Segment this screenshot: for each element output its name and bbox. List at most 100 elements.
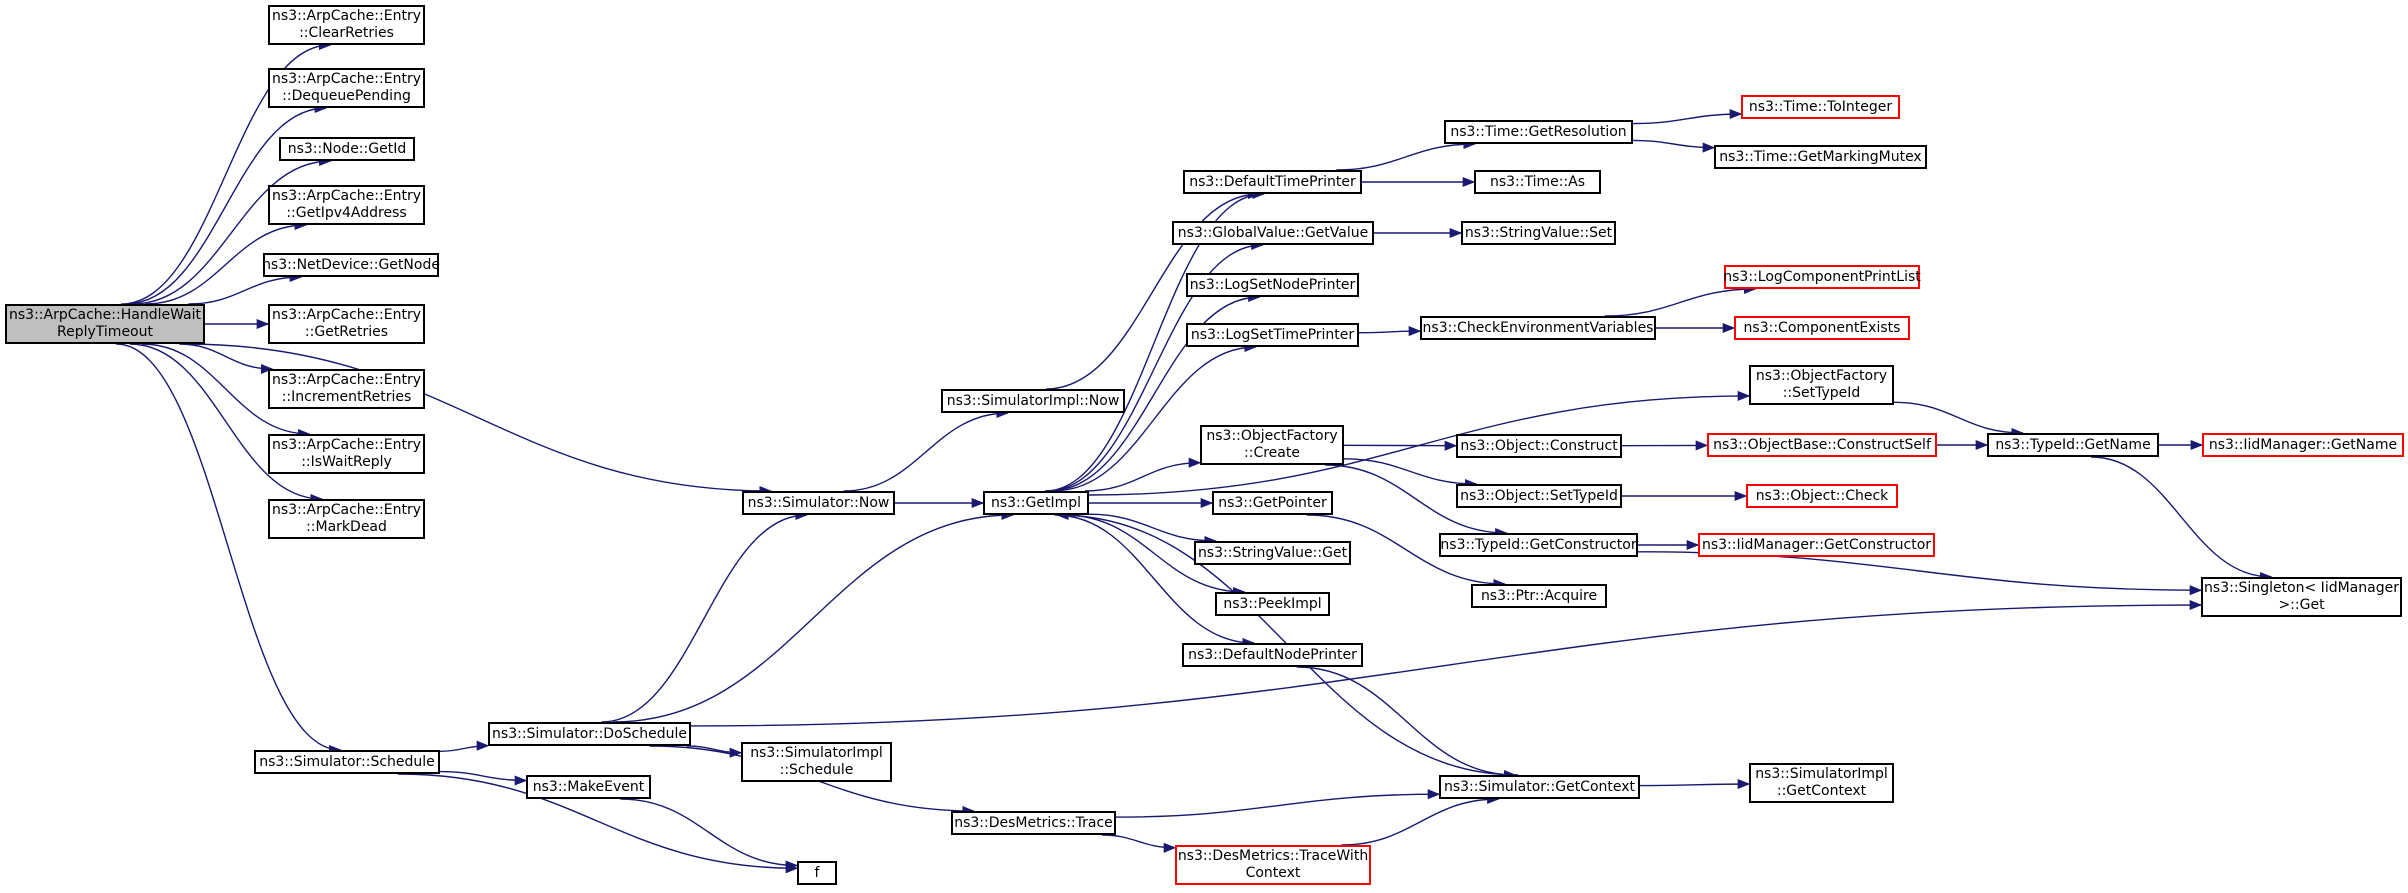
node-label: ns3::Object::SetTypeId xyxy=(1460,487,1618,504)
node-label: ns3::Time::As xyxy=(1489,173,1586,190)
node-label: ns3::SimulatorImpl::Now xyxy=(946,392,1120,409)
node-typeIdGetConstructor[interactable]: ns3::TypeId::GetConstructor xyxy=(1439,533,1638,557)
node-label: ns3::ArpCache::Entry xyxy=(272,188,421,204)
edge-simNow-to-simImplNow xyxy=(843,407,1010,492)
node-simImplNow[interactable]: ns3::SimulatorImpl::Now xyxy=(941,389,1125,413)
node-f[interactable]: f xyxy=(797,861,837,885)
node-label: ::GetIpv4Address xyxy=(286,205,407,221)
node-defaultTimePrinter[interactable]: ns3::DefaultTimePrinter xyxy=(1183,170,1362,194)
edge-desTraceWithContext-to-simGetContext xyxy=(1341,793,1500,846)
node-nodeGetId[interactable]: ns3::Node::GetId xyxy=(279,137,415,161)
node-simImplGetContext[interactable]: ns3::SimulatorImpl::GetContext xyxy=(1749,763,1894,803)
node-incrementRetries[interactable]: ns3::ArpCache::Entry::IncrementRetries xyxy=(268,369,425,409)
node-timeGetResolution[interactable]: ns3::Time::GetResolution xyxy=(1444,120,1633,144)
node-label: ns3::Time::GetResolution xyxy=(1450,123,1627,140)
node-logSetNodePrinter[interactable]: ns3::LogSetNodePrinter xyxy=(1186,273,1359,297)
node-label: ns3::ArpCache::Entry xyxy=(272,437,421,453)
node-label: ns3::StringValue::Get xyxy=(1197,544,1348,561)
node-getIpv4Address[interactable]: ns3::ArpCache::Entry::GetIpv4Address xyxy=(268,185,425,225)
edge-root-to-simSchedule xyxy=(116,343,342,755)
edge-getImpl-to-defaultTimePrinter xyxy=(1044,188,1265,492)
node-markDead[interactable]: ns3::ArpCache::Entry::MarkDead xyxy=(268,499,425,539)
node-desTrace[interactable]: ns3::DesMetrics::Trace xyxy=(951,811,1116,835)
node-clearRetries[interactable]: ns3::ArpCache::Entry::ClearRetries xyxy=(268,5,425,45)
node-label: ns3::ArpCache::Entry xyxy=(272,307,421,323)
node-ofSetTypeId[interactable]: ns3::ObjectFactory::SetTypeId xyxy=(1749,365,1894,405)
node-label: ns3::ObjectFactory xyxy=(1206,428,1338,444)
node-timeAs[interactable]: ns3::Time::As xyxy=(1474,170,1601,194)
node-globalValueGetValue[interactable]: ns3::GlobalValue::GetValue xyxy=(1172,221,1374,245)
node-getPointer[interactable]: ns3::GetPointer xyxy=(1212,491,1333,515)
node-getImpl[interactable]: ns3::GetImpl xyxy=(983,491,1089,515)
node-peekImpl[interactable]: ns3::PeekImpl xyxy=(1215,592,1330,616)
node-typeIdGetName[interactable]: ns3::TypeId::GetName xyxy=(1987,433,2159,457)
node-checkEnvVars[interactable]: ns3::CheckEnvironmentVariables xyxy=(1420,316,1656,340)
node-label: ns3::ObjectFactory xyxy=(1755,368,1888,384)
node-ptrAcquire[interactable]: ns3::Ptr::Acquire xyxy=(1471,584,1607,608)
edge-ofCreate-to-typeIdGetConstructor xyxy=(1325,464,1508,539)
node-label: ::GetRetries xyxy=(304,324,389,340)
node-ofCreate[interactable]: ns3::ObjectFactory::Create xyxy=(1200,425,1344,465)
node-iidManagerGetName[interactable]: ns3::IidManager::GetName xyxy=(2202,433,2404,457)
node-label: ns3::DesMetrics::Trace xyxy=(954,814,1113,831)
edge-checkEnvVars-to-logComponentPrintList xyxy=(1604,283,1757,317)
node-netDeviceGetNode[interactable]: ns3::NetDevice::GetNode xyxy=(262,253,440,277)
node-label: ns3::GetPointer xyxy=(1218,494,1327,511)
node-label: ns3::IidManager::GetName xyxy=(2208,436,2398,453)
node-singletonGet[interactable]: ns3::Singleton< IidManager>::Get xyxy=(2201,577,2402,617)
edge-root-to-markDead xyxy=(129,343,323,505)
node-label: ns3::IidManager::GetConstructor xyxy=(1701,536,1932,553)
node-label: ns3::TypeId::GetConstructor xyxy=(1440,536,1637,553)
node-label: ns3::DesMetrics::TraceWith xyxy=(1177,848,1369,864)
edge-root-to-nodeGetId xyxy=(132,155,332,305)
node-simImplSchedule[interactable]: ns3::SimulatorImpl::Schedule xyxy=(741,742,892,782)
node-simSchedule[interactable]: ns3::Simulator::Schedule xyxy=(254,750,440,774)
edge-getImpl-to-ofCreate xyxy=(1084,457,1202,492)
node-label: ns3::Simulator::GetContext xyxy=(1443,778,1636,795)
edge-defaultNodePrinter-to-simGetContext xyxy=(1296,666,1517,781)
node-timeGetMarkingMutex[interactable]: ns3::Time::GetMarkingMutex xyxy=(1714,145,1927,169)
node-timeToInteger[interactable]: ns3::Time::ToInteger xyxy=(1741,95,1900,119)
node-isWaitReply[interactable]: ns3::ArpCache::Entry::IsWaitReply xyxy=(268,434,425,474)
node-defaultNodePrinter[interactable]: ns3::DefaultNodePrinter xyxy=(1182,643,1363,667)
node-objectConstruct[interactable]: ns3::Object::Construct xyxy=(1456,434,1622,458)
node-doSchedule[interactable]: ns3::Simulator::DoSchedule xyxy=(488,722,691,746)
edge-desTrace-to-desTraceWithContext xyxy=(1101,834,1177,853)
node-getRetries[interactable]: ns3::ArpCache::Entry::GetRetries xyxy=(268,304,425,344)
edge-root-to-getIpv4Address xyxy=(145,219,308,305)
node-label: ns3::Simulator::DoSchedule xyxy=(492,725,687,742)
node-stringValueGet[interactable]: ns3::StringValue::Get xyxy=(1194,541,1351,565)
node-objectSetTypeId[interactable]: ns3::Object::SetTypeId xyxy=(1456,484,1622,508)
node-label: ::DequeuePending xyxy=(282,88,411,104)
node-label: ns3::DefaultTimePrinter xyxy=(1189,173,1356,190)
node-simGetContext[interactable]: ns3::Simulator::GetContext xyxy=(1439,775,1640,799)
edge-desTrace-to-simGetContext xyxy=(1115,789,1441,818)
node-label: ::SetTypeId xyxy=(1782,385,1861,401)
node-logSetTimePrinter[interactable]: ns3::LogSetTimePrinter xyxy=(1186,323,1359,347)
node-logComponentPrintList[interactable]: ns3::LogComponentPrintList xyxy=(1723,265,1921,289)
node-objectBaseConstructSelf[interactable]: ns3::ObjectBase::ConstructSelf xyxy=(1707,433,1937,457)
node-label: ::ClearRetries xyxy=(299,25,394,41)
node-makeEvent[interactable]: ns3::MakeEvent xyxy=(526,775,651,799)
node-label: ns3::SimulatorImpl xyxy=(1755,766,1888,782)
edge-simImplNow-to-defaultTimePrinter xyxy=(1046,188,1261,390)
edge-typeIdGetName-to-singletonGet xyxy=(2090,456,2273,583)
edge-getImpl-to-logSetTimePrinter xyxy=(1052,341,1257,492)
node-componentExists[interactable]: ns3::ComponentExists xyxy=(1734,316,1910,340)
edge-getImpl-to-logSetNodePrinter xyxy=(1048,291,1261,492)
node-dequeuePending[interactable]: ns3::ArpCache::Entry::DequeuePending xyxy=(268,68,425,108)
node-label: ns3::Node::GetId xyxy=(287,140,407,157)
edge-root-to-netDeviceGetNode xyxy=(188,271,303,305)
edge-doSchedule-to-getImpl xyxy=(612,509,1015,723)
node-label: ns3::Time::GetMarkingMutex xyxy=(1719,148,1922,165)
node-stringValueSet[interactable]: ns3::StringValue::Set xyxy=(1461,221,1616,245)
node-label: ReplyTimeout xyxy=(57,324,153,340)
node-objectCheck[interactable]: ns3::Object::Check xyxy=(1746,484,1898,508)
edge-typeIdGetConstructor-to-singletonGet xyxy=(1637,551,2203,596)
node-simNow[interactable]: ns3::Simulator::Now xyxy=(742,491,895,515)
node-label: ns3::ArpCache::Entry xyxy=(272,372,421,388)
node-iidManagerGetConstructor[interactable]: ns3::IidManager::GetConstructor xyxy=(1698,533,1935,557)
